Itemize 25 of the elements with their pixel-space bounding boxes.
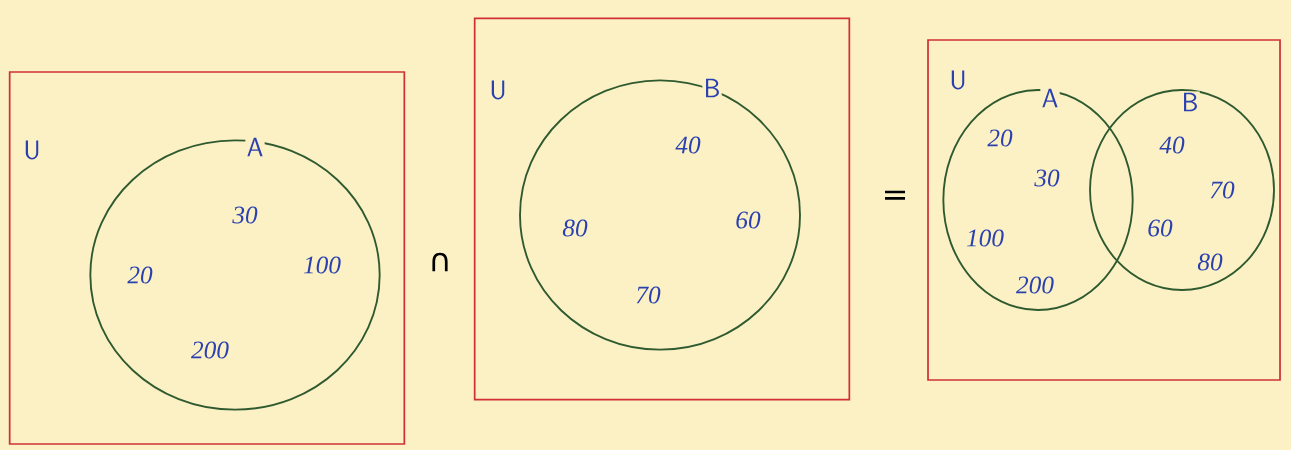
set-label: A: [1040, 87, 1060, 109]
element-number: 60: [736, 211, 761, 229]
universe-label: U: [491, 80, 505, 100]
set-label: B: [1180, 91, 1200, 113]
element-number: 200: [191, 341, 229, 359]
element-number: 30: [1034, 169, 1060, 187]
element-number: 200: [1016, 276, 1054, 294]
element-number: 20: [987, 129, 1013, 147]
universe-label: U: [25, 140, 39, 160]
element-number: 100: [303, 256, 341, 274]
operator-sign: ∩: [432, 252, 448, 272]
element-number: 70: [1210, 181, 1235, 199]
element-number: 80: [1197, 253, 1223, 271]
element-number: 60: [1148, 219, 1173, 237]
set-label: B: [702, 77, 722, 99]
element-number: 70: [636, 286, 661, 304]
universe-label: U: [951, 70, 965, 90]
element-number: 100: [966, 229, 1004, 247]
element-number: 80: [562, 219, 588, 237]
element-number: 40: [1159, 136, 1185, 154]
operator-sign: =: [885, 190, 906, 200]
element-number: 40: [675, 136, 701, 154]
element-number: 30: [232, 206, 258, 224]
element-number: 20: [127, 266, 153, 284]
set-label: A: [245, 136, 265, 158]
